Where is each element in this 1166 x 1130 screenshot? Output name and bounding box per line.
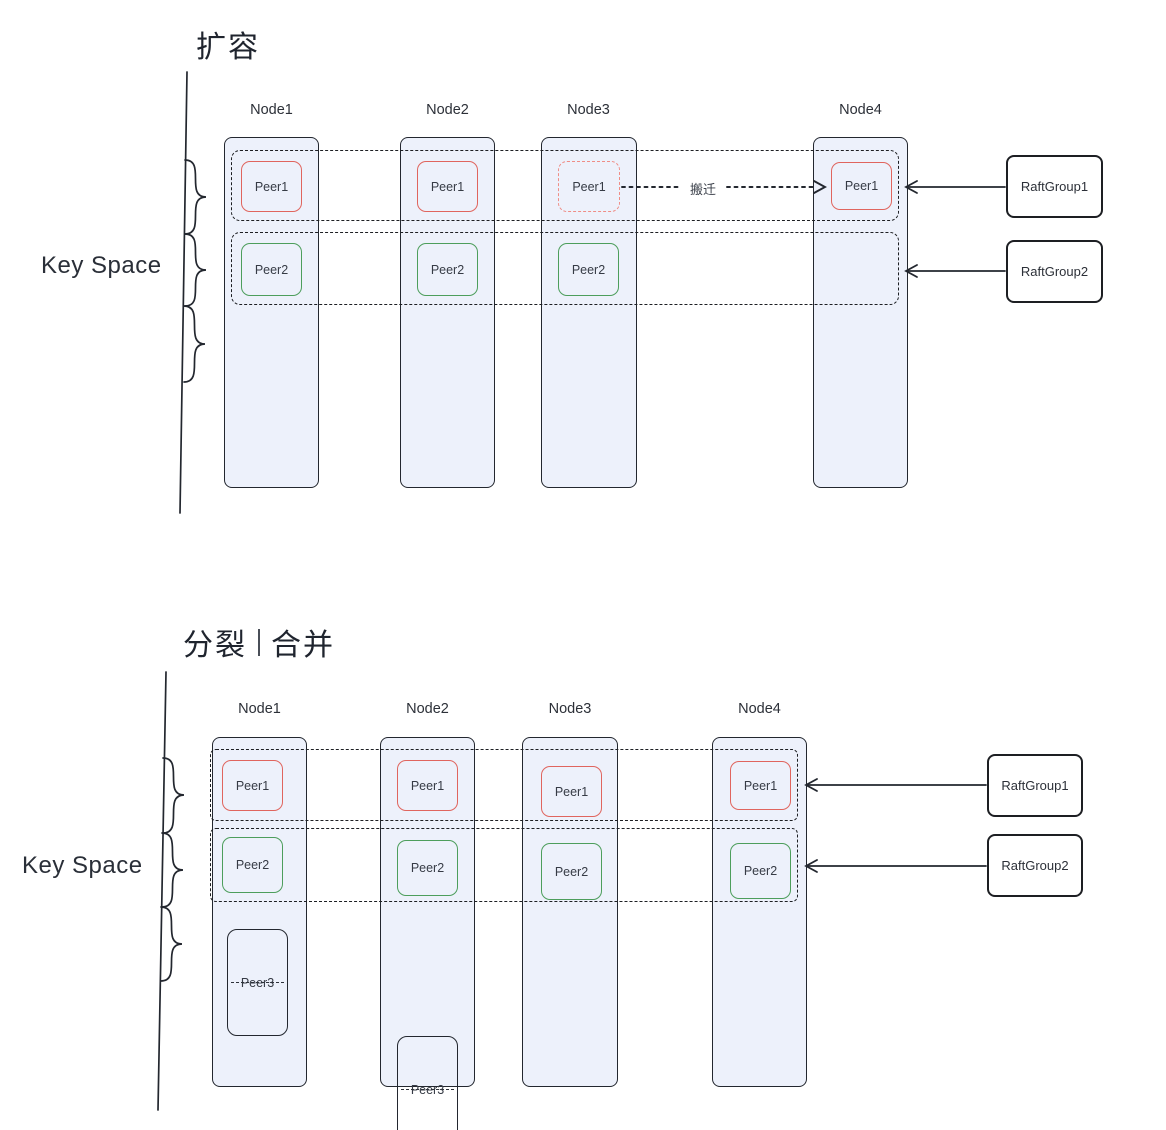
node3-label-top: Node3 [567,102,610,118]
node1-label-top: Node1 [250,102,293,118]
raftgroup2-box-bottom: RaftGroup2 [987,834,1083,897]
title-divider [258,628,260,656]
node1-peer2-top: Peer2 [241,243,302,296]
brace-icon [161,832,184,908]
arrowhead-left-icon [804,778,818,792]
node1-box-top [224,137,319,488]
node3-label-bottom: Node3 [548,701,592,717]
node1-peer1-bottom: Peer1 [222,760,283,811]
node3-peer1-bottom: Peer1 [541,766,602,817]
raftgroup-arrows-bottom [804,778,987,873]
scale-out-title: 扩容 [196,22,260,66]
brace-icon [184,233,207,307]
raftgroup-arrows-top [904,180,1006,278]
raftgroup2-box-top: RaftGroup2 [1006,240,1103,303]
node4-label-top: Node4 [839,102,882,118]
brace-icon [162,757,185,834]
node3-box-top [541,137,637,488]
node2-peer2-top: Peer2 [417,243,478,296]
merge-title-text: 合并 [271,629,335,662]
node1-peer2-bottom: Peer2 [222,837,283,893]
node1-label-bottom: Node1 [238,701,281,717]
node2-label-bottom: Node2 [406,701,449,717]
node4-peer1-top: Peer1 [831,162,892,210]
node3-peer2-bottom: Peer2 [541,843,602,900]
scale-out-title-text: 扩容 [196,31,260,64]
key-space-axis-top [179,71,188,514]
node4-box-top [813,137,908,488]
node1-peer3-label: Peer3 [240,975,275,990]
brace-icon [184,159,207,235]
key-space-axis-bottom [157,671,167,1111]
node2-peer3-bottom: Peer3 [397,1036,458,1130]
brace-icon [160,906,183,982]
key-space-braces-top [183,159,207,383]
raftgroup1-box-top: RaftGroup1 [1006,155,1103,218]
split-merge-title: 分裂 合并 [183,620,335,664]
node4-peer1-bottom: Peer1 [730,761,791,810]
arrowhead-left-icon [804,859,818,873]
node1-peer1-top: Peer1 [241,161,302,212]
raftgroup1-box-bottom: RaftGroup1 [987,754,1083,817]
brace-icon [183,305,206,383]
node3-box-bottom [522,737,618,1087]
node4-peer2-bottom: Peer2 [730,843,791,899]
node2-box-bottom [380,737,475,1087]
node3-peer1-migrating-top: Peer1 [558,161,620,212]
node4-label-bottom: Node4 [738,701,781,717]
key-space-braces-bottom [160,757,185,982]
node2-box-top [400,137,495,488]
split-title-text: 分裂 [183,629,247,662]
node2-label-top: Node2 [426,102,469,118]
node2-peer1-top: Peer1 [417,161,478,212]
node2-peer1-bottom: Peer1 [397,760,458,811]
node4-box-bottom [712,737,807,1087]
node2-peer2-bottom: Peer2 [397,840,458,896]
node2-peer3-label: Peer3 [410,1082,445,1097]
node1-peer3-bottom: Peer3 [227,929,288,1036]
migration-label: 搬迁 [681,179,725,198]
node3-peer2-top: Peer2 [558,243,619,296]
key-space-label-bottom: Key Space [22,852,143,879]
key-space-label-top: Key Space [41,252,162,279]
